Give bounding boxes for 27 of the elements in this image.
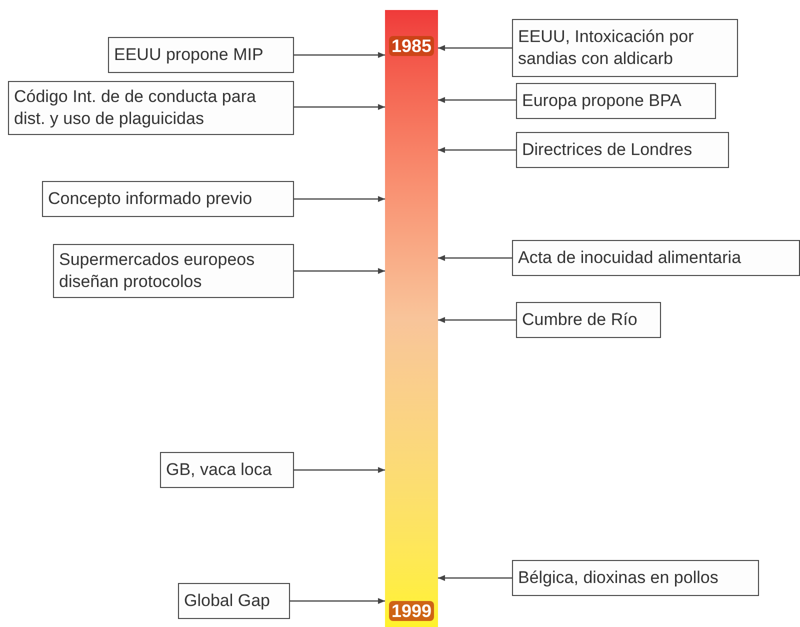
arrow: [438, 97, 516, 103]
event-box: GB, vaca loca: [160, 452, 294, 488]
event-box: Acta de inocuidad alimentaria: [512, 240, 800, 276]
event-box: EEUU propone MIP: [108, 37, 294, 73]
event-box: EEUU, Intoxicación por sandias con aldicarb: [512, 19, 738, 77]
arrow: [294, 467, 385, 473]
event-box: Bélgica, dioxinas en pollos: [512, 560, 759, 596]
arrow: [438, 575, 512, 581]
event-box: Código Int. de de conducta para dist. y uso de plaguicidas: [8, 81, 294, 135]
event-box: Supermercados europeos diseñan protocolos: [53, 244, 294, 298]
arrow: [438, 147, 516, 153]
arrow: [290, 598, 385, 604]
year-label: 1985: [389, 36, 434, 56]
arrow: [294, 52, 385, 58]
arrow: [438, 45, 512, 51]
timeline-bar: [385, 10, 438, 627]
arrow: [438, 255, 512, 261]
event-box: Directrices de Londres: [516, 132, 729, 168]
arrow: [294, 196, 385, 202]
event-box: Europa propone BPA: [516, 83, 716, 119]
arrow: [294, 268, 385, 274]
event-box: Concepto informado previo: [42, 181, 294, 217]
arrow: [438, 317, 516, 323]
arrow: [294, 104, 385, 110]
event-box: Global Gap: [178, 583, 290, 619]
event-box: Cumbre de Río: [516, 302, 661, 338]
year-label: 1999: [389, 601, 434, 621]
